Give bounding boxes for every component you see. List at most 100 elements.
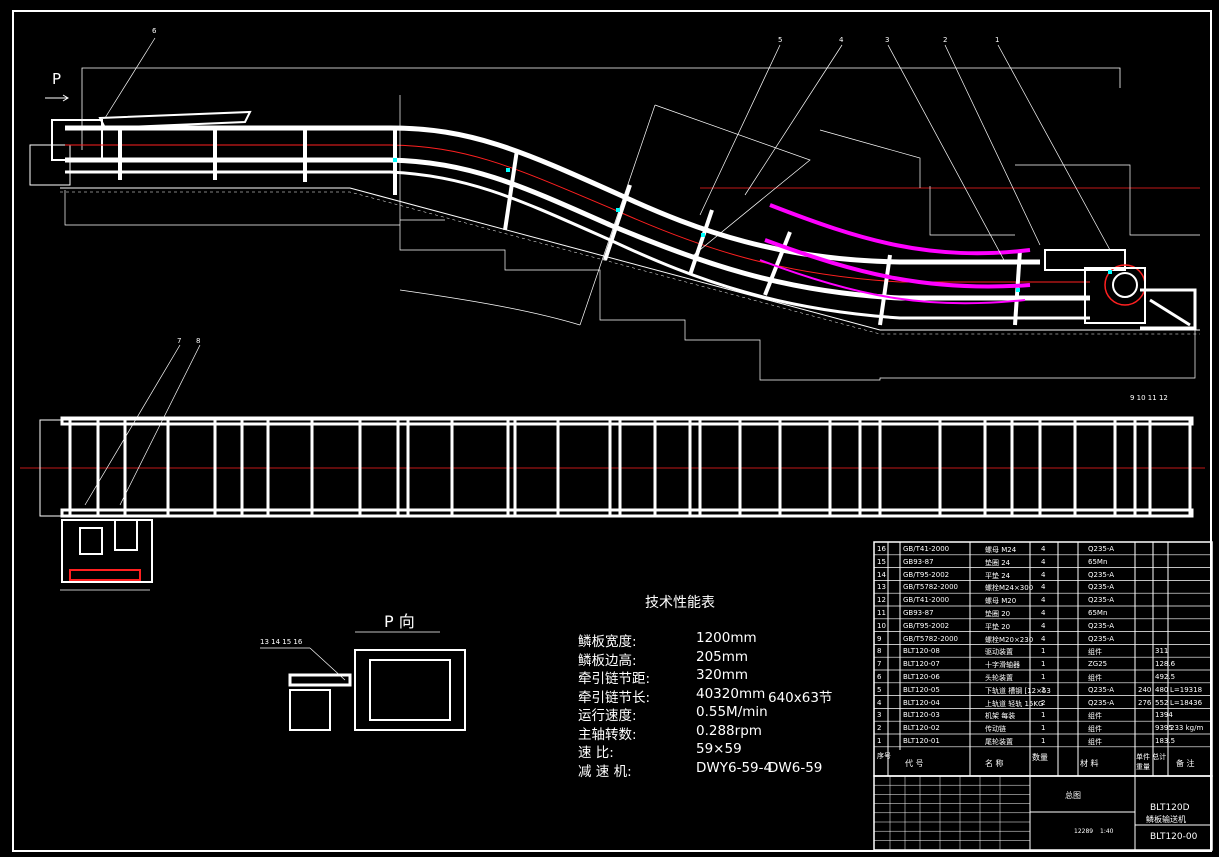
bom-cell-w2: 9395 [1155,724,1173,733]
bom-header-qty: 数量 [1032,753,1048,762]
bom-cell-name: 螺母 M24 [985,546,1017,554]
cyan-marker [393,158,397,162]
bom-cell-code: GB93-87 [903,609,934,617]
bom-cell-code: GB/T5782-2000 [903,634,959,643]
title-product-code: BLT120D [1150,803,1190,813]
cyan-marker [1108,270,1112,274]
bom-cell-qty: 4 [1041,557,1046,566]
bom-cell-code: GB/T95-2002 [903,621,950,630]
bom-cell-mat: Q235-A [1088,570,1115,579]
p-arrow-label: P [52,70,62,88]
bom-cell-mat: Q235-A [1088,545,1115,553]
bom-cell-qty: 1 [1041,660,1046,669]
cyan-marker [1016,288,1020,292]
bom-cell-name: 螺栓M24×300 [985,584,1034,593]
bom-cell-mat: Q235-A [1088,583,1115,592]
bom-cell-name: 垫圈 24 [985,558,1011,567]
bom-cell-qty: 4 [1041,621,1046,630]
bom-cell-no: 10 [877,621,886,630]
spec-label: 运行速度: [578,708,637,724]
bom-cell-mat: 组件 [1088,738,1102,746]
bom-cell-name: 平垫 20 [985,622,1011,631]
spec-value: 320mm [696,667,749,683]
callout-2: 2 [943,36,948,44]
bom-cell-qty: 4 [1041,634,1046,643]
bom-cell-mat: 65Mn [1088,557,1108,566]
bom-cell-no: 7 [877,660,882,669]
bom-cell-no: 15 [877,557,886,566]
spec-label: 速 比: [578,745,614,761]
bom-cell-qty: 1 [1041,647,1046,656]
callout-9-12: 9 10 11 12 [1130,394,1168,402]
bom-cell-code: BLT120-06 [903,673,940,681]
spec-label: 减 速 机: [578,763,632,780]
bom-cell-code: GB93-87 [903,557,934,566]
cyan-marker [616,208,620,212]
title-weight: 12289 [1074,828,1094,835]
spec-label: 牵引链节距: [578,671,651,687]
p-view-title: P 向 [384,612,415,631]
bom-cell-name: 头轮装置 [985,674,1013,682]
bom-header-name: 名 称 [985,759,1004,768]
callout-4: 4 [839,36,844,44]
bom-cell-no: 1 [877,737,882,745]
bom-cell-qty: 4 [1041,570,1046,579]
bom-cell-qty: 4 [1041,583,1046,592]
bom-cell-no: 16 [877,545,886,553]
spec-table-title: 技术性能表 [645,595,715,611]
bom-cell-qty: 1 [1041,737,1046,745]
bom-cell-mat: Q235-A [1088,698,1115,707]
bom-cell-w1: 276 [1138,698,1152,707]
bom-cell-qty: 1 [1041,673,1046,681]
title-scale: 1:40 [1100,828,1114,835]
title-drawing-no: BLT120-00 [1150,832,1198,842]
bom-cell-no: 12 [877,596,886,605]
spec-label: 鳞板边高: [578,652,637,669]
bom-cell-code: GB/T5782-2000 [903,583,959,592]
spec-value: 0.288rpm [696,722,762,739]
bom-cell-name: 螺母 M20 [985,597,1017,606]
bom-cell-qty: 1 [1041,711,1046,720]
bom-cell-w2: 128.6 [1155,660,1176,669]
spec-value: 59×59 [696,741,742,757]
bom-cell-no: 2 [877,724,882,733]
bom-cell-qty: 1 [1041,724,1046,733]
bom-cell-qty: 4 [1041,545,1046,553]
callout-8: 8 [196,337,201,345]
spec-label: 鳞板宽度: [578,634,637,650]
bom-cell-w2: 552 [1155,698,1169,707]
bom-cell-qty: 4 [1041,596,1046,605]
bom-cell-name: 十字滑轴器 [985,661,1020,670]
bom-cell-code: BLT120-03 [903,711,940,720]
bom-cell-code: BLT120-02 [903,724,940,733]
bom-cell-w2: 492.5 [1155,673,1176,681]
bom-cell-name: 平垫 24 [985,571,1011,580]
bom-cell-no: 4 [877,698,882,707]
bom-cell-no: 11 [877,609,886,617]
cyan-marker [701,233,705,237]
spec-value: 1200mm [696,630,757,646]
bom-cell-note: L=19318 [1170,685,1203,694]
bom-cell-w1: 240 [1138,685,1152,694]
bom-cell-no: 13 [877,583,886,592]
bom-cell-mat: 组件 [1088,674,1102,682]
bom-cell-code: GB/T95-2002 [903,570,950,579]
spec-label: 主轴转数: [578,726,637,743]
bom-cell-code: BLT120-07 [903,660,940,669]
bom-cell-code: BLT120-08 [903,647,940,656]
bom-cell-no: 9 [877,634,882,643]
bom-cell-no: 14 [877,570,886,579]
bom-cell-mat: Q235-A [1088,634,1115,643]
spec-extra: DW6-59 [768,759,823,776]
bom-cell-no: 6 [877,673,882,681]
callout-5: 5 [778,36,783,44]
spec-extra: 640x63节 [768,689,833,706]
title-drawing-kind: 总图 [1065,791,1081,800]
bom-cell-qty: 4 [1041,609,1046,617]
bom-cell-w2: 311 [1155,647,1169,656]
bom-cell-mat: ZG25 [1088,660,1108,669]
bom-header-weight: 单件 总计 重量 [1136,753,1167,771]
bom-header-no: 序号 [877,752,891,760]
bom-cell-code: GB/T41-2000 [903,596,950,605]
